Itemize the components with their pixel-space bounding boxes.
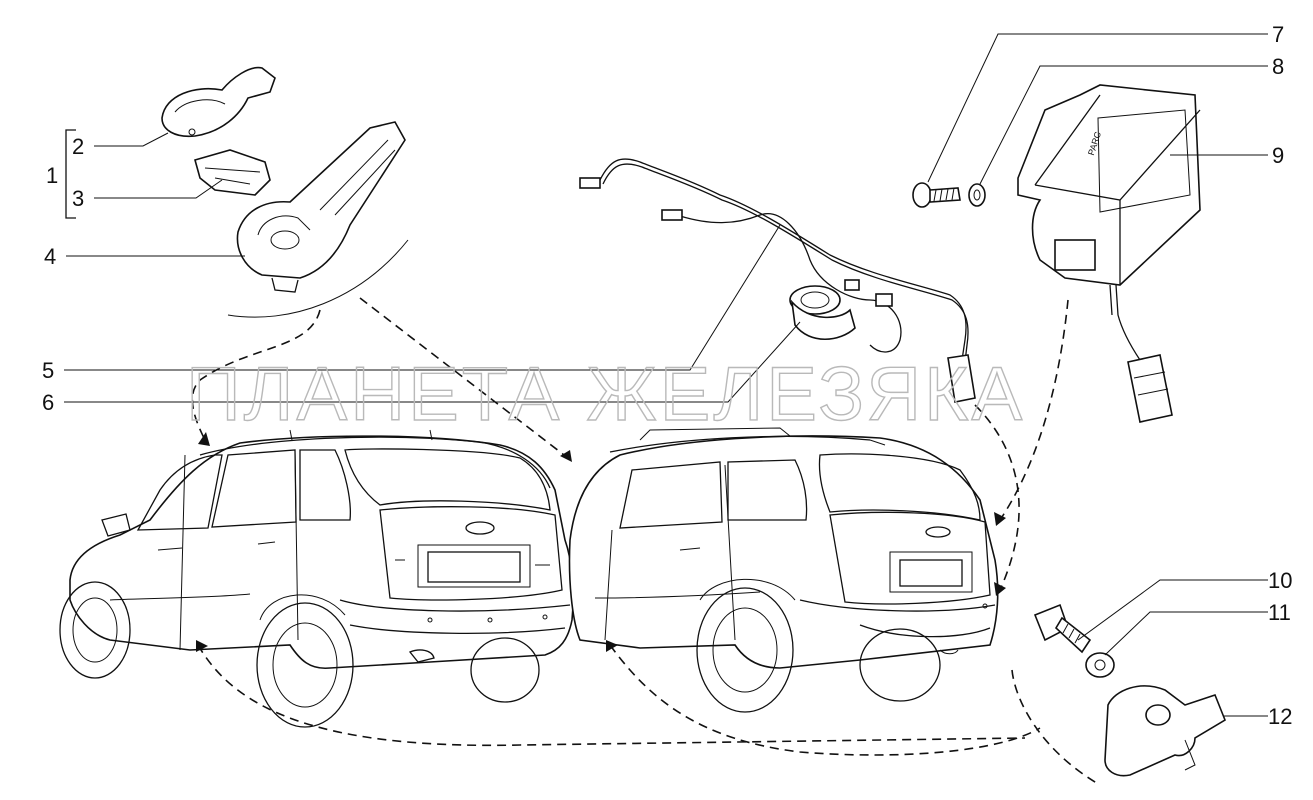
bolt-part xyxy=(1033,603,1092,654)
callout-4: 4 xyxy=(44,244,56,269)
hatchback-car-illustration xyxy=(59,429,574,728)
callout-5: 5 xyxy=(42,358,54,383)
callout-12: 12 xyxy=(1268,704,1292,729)
callout-3: 3 xyxy=(72,186,84,211)
group-bracket xyxy=(65,129,76,219)
washer-part xyxy=(968,183,986,207)
watermark-text: ПЛАНЕТА ЖЕЛЕЗЯКА xyxy=(186,352,1025,437)
wiring-harness-part xyxy=(579,158,976,403)
callout-6: 6 xyxy=(42,390,54,415)
control-module-part: PARC xyxy=(1017,84,1201,423)
screw-part xyxy=(912,182,961,208)
callout-2: 2 xyxy=(72,134,84,159)
callout-7: 7 xyxy=(1272,22,1284,47)
sensor-part xyxy=(1104,685,1226,777)
callout-labels: 1 2 3 4 5 6 7 8 9 10 11 12 xyxy=(42,22,1292,729)
leader-lines xyxy=(64,33,1268,717)
crossover-car-illustration xyxy=(568,427,999,713)
callout-1: 1 xyxy=(46,163,58,188)
callout-11: 11 xyxy=(1268,600,1291,625)
lock-washer-part xyxy=(1085,652,1115,678)
camera-unit-part xyxy=(789,285,856,340)
camera-bracket-part xyxy=(194,149,271,196)
callout-8: 8 xyxy=(1272,54,1284,79)
assembly-paths xyxy=(191,239,1101,786)
camera-housing-part xyxy=(236,121,406,293)
camera-cover-part xyxy=(161,66,276,138)
callout-9: 9 xyxy=(1272,143,1284,168)
callout-10: 10 xyxy=(1268,568,1292,593)
